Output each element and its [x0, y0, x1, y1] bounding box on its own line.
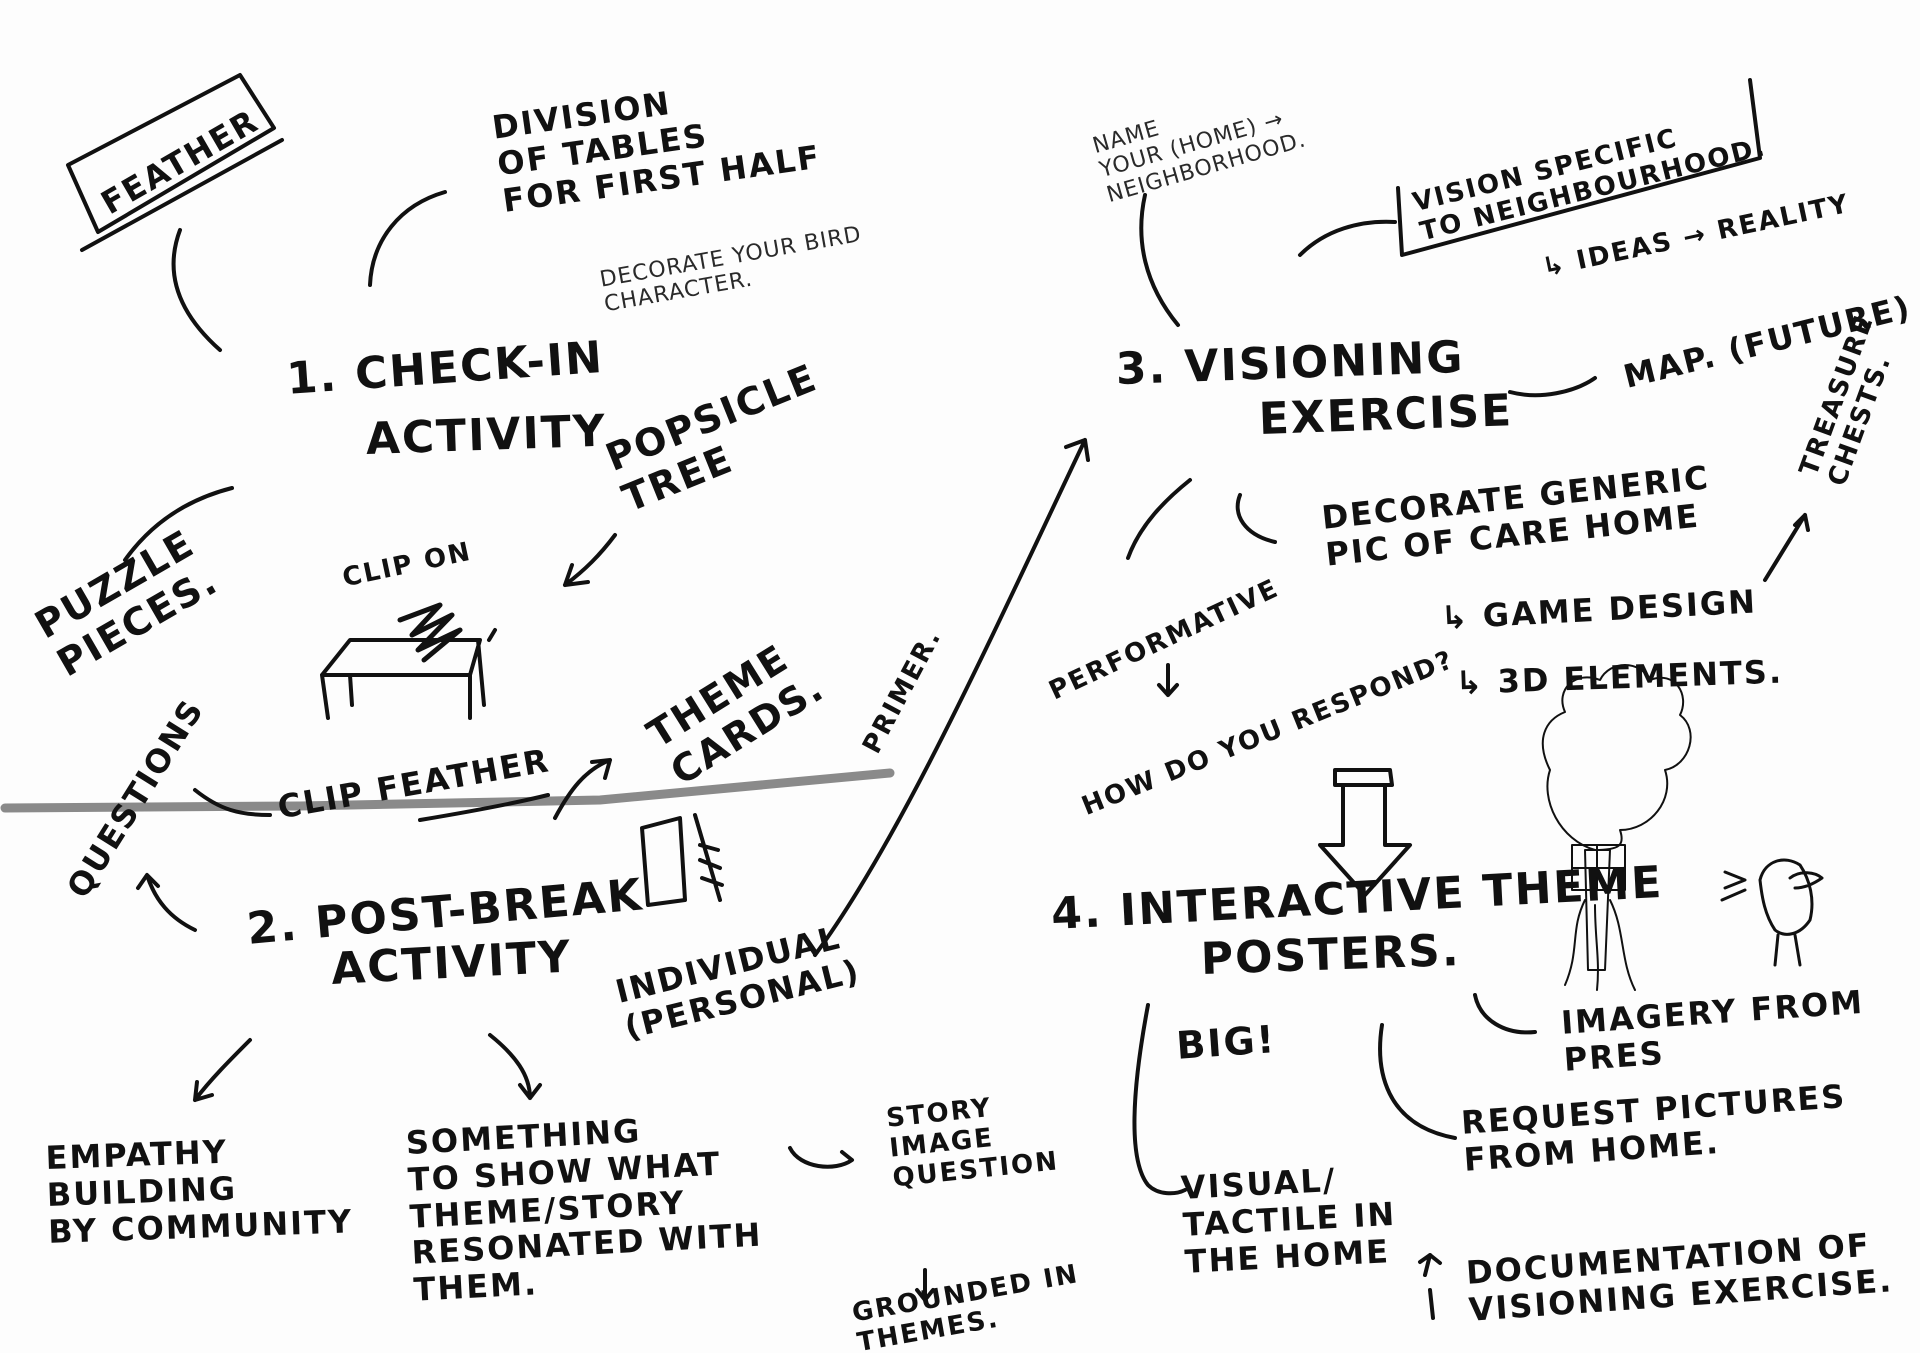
connector-puzzle-checkin [123, 486, 234, 562]
feather-box-underline [80, 138, 284, 252]
arrow-to-story [788, 1146, 854, 1169]
visual-tactile-note: VISUAL/ TACTILE IN THE HOME [1179, 1160, 1397, 1281]
scribble-feather [397, 602, 463, 663]
connector-decorate [1235, 493, 1277, 544]
vision-specific-box [1396, 78, 1762, 257]
arrow-to-empathy [193, 1038, 252, 1102]
checkin-title-line2: ACTIVITY [364, 405, 608, 465]
break-divider-line [0, 768, 895, 813]
tree-sketch [1541, 664, 1692, 991]
bird-sketch [1720, 858, 1824, 967]
arrow-to-something [488, 1033, 542, 1100]
arrow-popsicle-tree [563, 533, 617, 587]
posters-title-line2: POSTERS. [1199, 924, 1462, 985]
connector-questions-clip [193, 788, 272, 817]
story-image-question-note: STORY IMAGE QUESTION [884, 1092, 1061, 1194]
arrow-performative-down [1157, 663, 1179, 697]
arrow-primer [813, 438, 1090, 957]
arrow-postbreak-questions [136, 873, 197, 932]
arrow-documentation [1418, 1253, 1442, 1320]
connector-name-visioning [1139, 193, 1180, 327]
connector-vision-specific [1298, 219, 1397, 257]
connector-feather-checkin [171, 228, 222, 352]
theme-card-sketch [640, 813, 724, 907]
arrow-clip-to-theme [418, 758, 612, 822]
arrow-treasure [1763, 513, 1810, 582]
connector-request [1378, 1023, 1457, 1140]
big-note: BIG! [1174, 1017, 1278, 1068]
visioning-title-line2: EXERCISE [1257, 385, 1514, 445]
big-down-arrow [1318, 768, 1412, 897]
empathy-note: EMPATHY BUILDING BY COMMUNITY [44, 1132, 354, 1251]
bracket-big-visual [1132, 1003, 1187, 1196]
connector-division-checkin [368, 190, 447, 287]
connector-performative [1126, 478, 1192, 560]
something-note: SOMETHING TO SHOW WHAT THEME/STORY RESON… [404, 1111, 764, 1309]
table-sketch [320, 628, 497, 720]
arrow-down-grounded [915, 1268, 935, 1302]
connector-map [1508, 376, 1597, 398]
feather-box [66, 73, 276, 234]
connector-imagery [1473, 993, 1537, 1035]
